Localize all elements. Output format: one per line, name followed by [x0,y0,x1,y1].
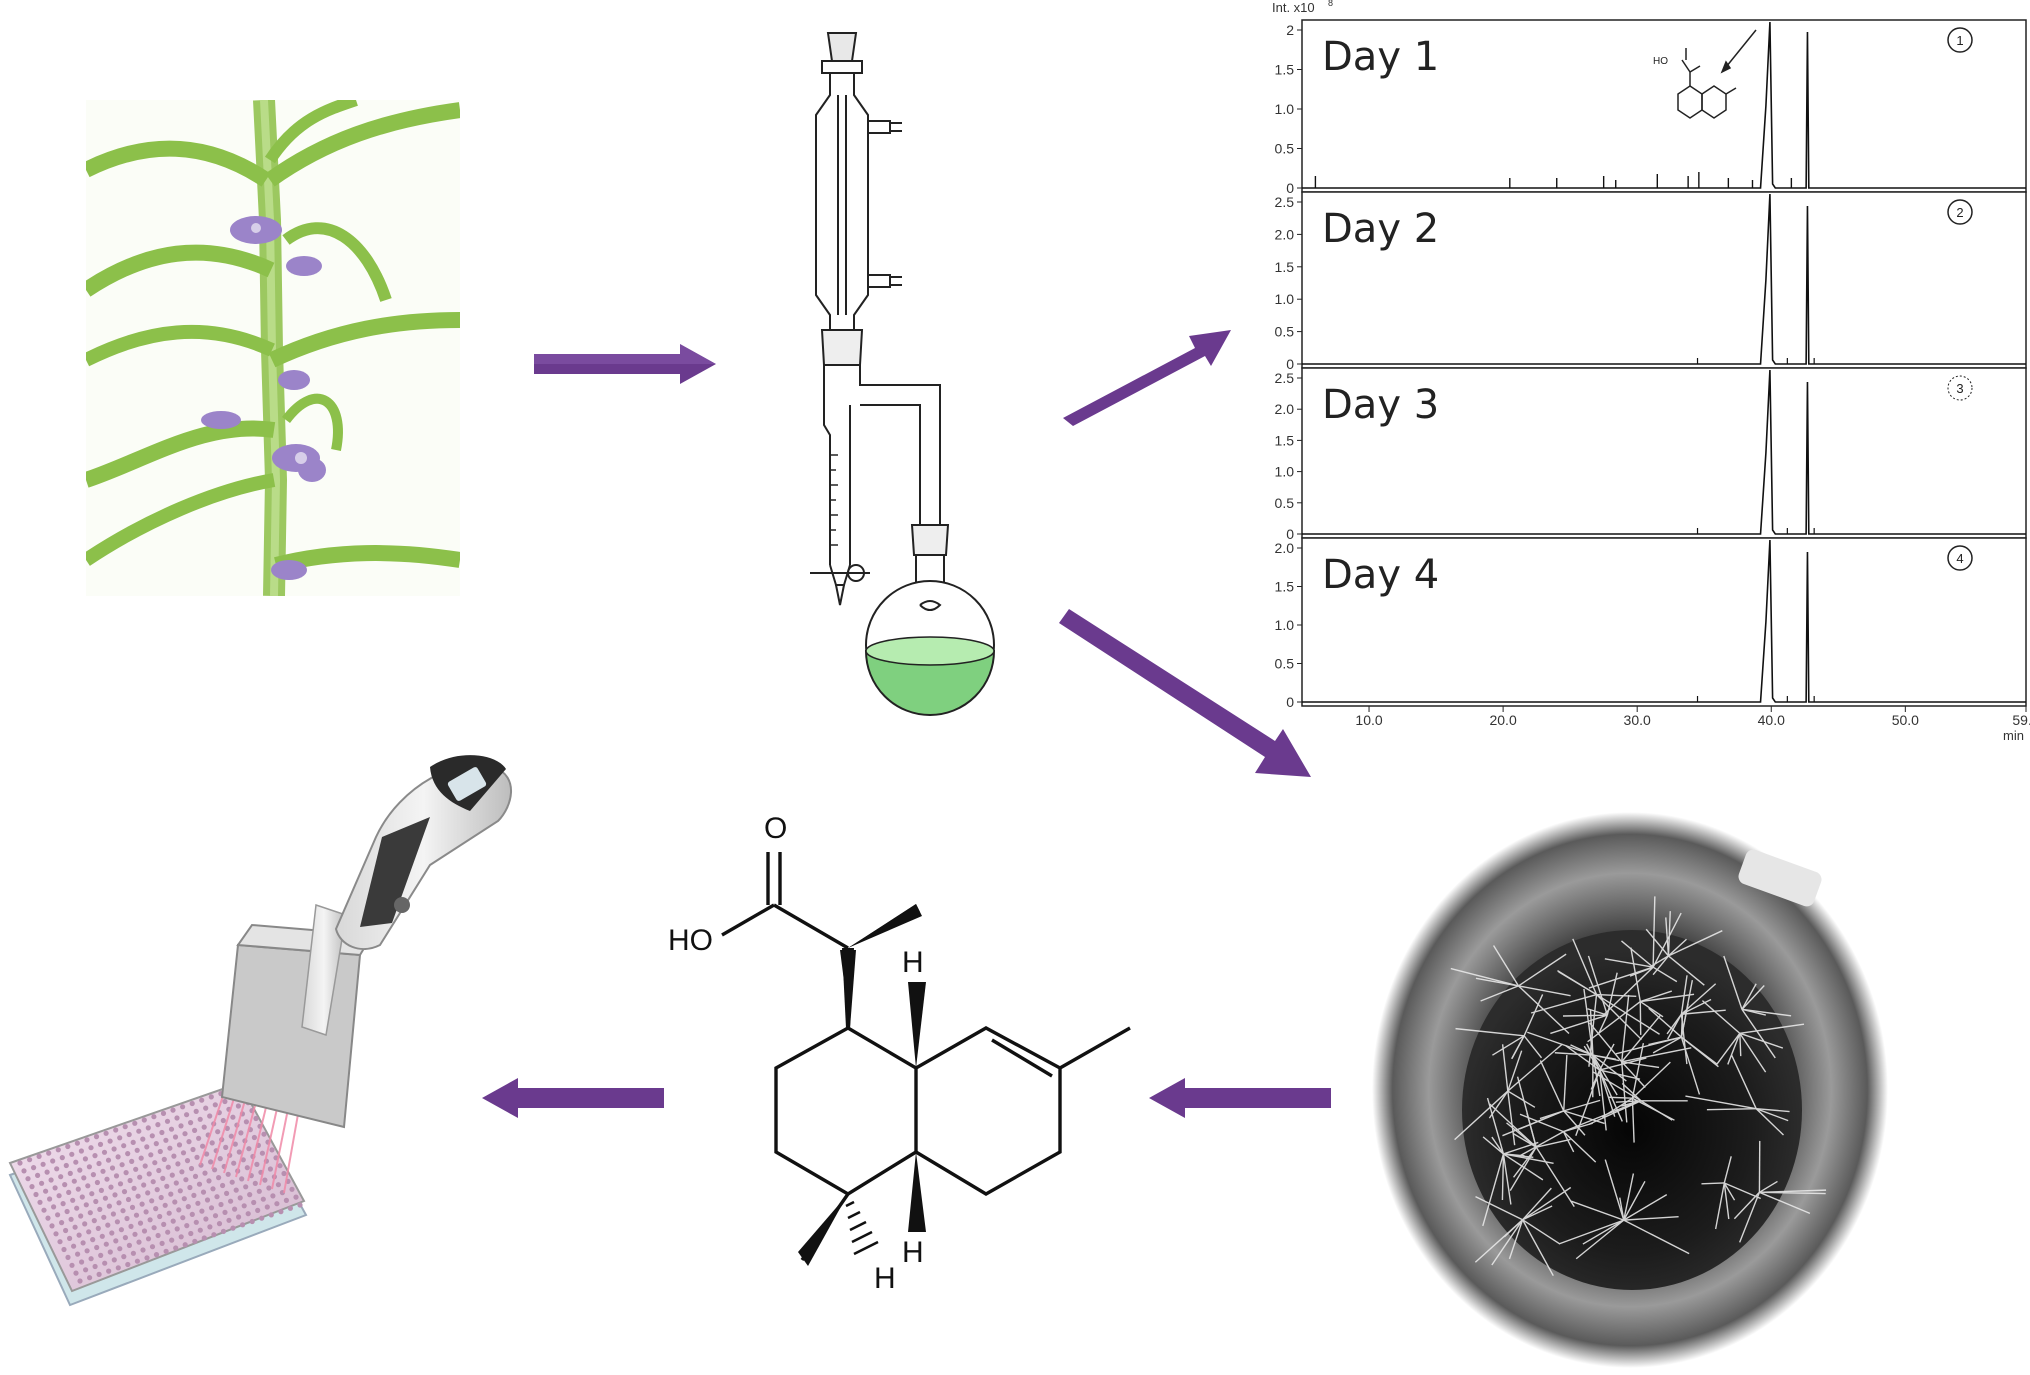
h-mid-label: H [902,1236,924,1269]
atom-o-label: O [764,812,787,845]
plant-photo [86,100,460,596]
y-tick-label: 1.5 [1275,432,1295,448]
y-tick-label: 1.5 [1275,62,1295,78]
y-tick-label: 0 [1286,694,1294,710]
day-label: Day 2 [1322,206,1439,252]
arrow-apparatus-to-chromatogram [1055,318,1235,428]
molecule-structure: O HO H H H [640,800,1160,1320]
y-tick-label: 2.5 [1275,370,1295,386]
inset-ho-label: HO [1653,56,1668,67]
y-tick-label: 2.0 [1275,401,1295,417]
y-tick-label: 1.0 [1275,617,1295,633]
day-label: Day 4 [1322,552,1439,598]
x-tick-label: 50.0 [1892,712,1919,728]
x-tick-label: 20.0 [1489,712,1516,728]
y-tick-label: 1.0 [1275,464,1295,480]
x-tick-label: 59.0 [2012,712,2030,728]
crystals-photo [1370,810,1890,1370]
y-tick-label: 1.0 [1275,291,1295,307]
y-tick-label: 1.0 [1275,101,1295,117]
multichannel-pipette-illustration [0,745,540,1330]
y-axis-exponent: 8 [1328,0,1333,8]
x-tick-label: 40.0 [1758,712,1785,728]
y-axis-label: Int. x10 [1272,0,1315,15]
panel-marker-label: 2 [1956,205,1963,220]
arrow-plant-to-apparatus [530,342,720,386]
panel-marker-label: 1 [1956,33,1963,48]
y-tick-label: 2.5 [1275,194,1295,210]
h-bottom-label: H [874,1262,896,1295]
day-label: Day 3 [1322,382,1439,428]
y-tick-label: 2.0 [1275,226,1295,242]
x-tick-label: 30.0 [1624,712,1651,728]
arrow-crystals-to-molecule [1145,1076,1335,1120]
panel-marker-label: 3 [1956,381,1963,396]
day-label: Day 1 [1322,34,1439,80]
atom-ho-label: HO [668,924,713,957]
panel-marker-label: 4 [1956,551,1963,566]
x-axis-unit: min [2003,728,2024,743]
y-tick-label: 0.5 [1275,656,1295,672]
y-tick-label: 1.5 [1275,579,1295,595]
chromatogram-panel: 2.0 1.5 1.0 0.5 0 Day 4 4 [1275,538,2026,710]
h-top-label: H [902,946,924,979]
distillation-apparatus-illustration [760,25,1020,725]
y-tick-label: 0.5 [1275,141,1295,157]
x-tick-label: 10.0 [1355,712,1382,728]
y-tick-label: 0.5 [1275,495,1295,511]
y-tick-label: 2.0 [1275,540,1295,556]
y-tick-label: 2 [1286,22,1294,38]
y-tick-label: 0.5 [1275,324,1295,340]
y-tick-label: 1.5 [1275,259,1295,275]
